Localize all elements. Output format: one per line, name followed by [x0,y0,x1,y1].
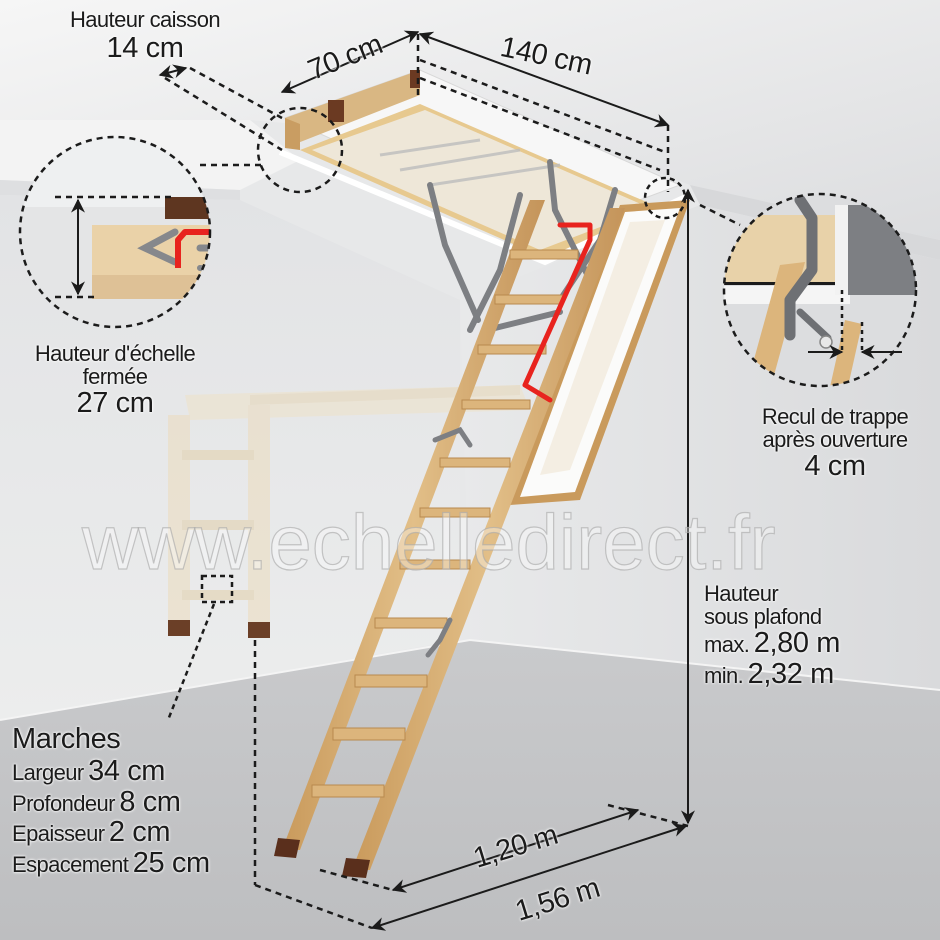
steps-thickness-value: 2 cm [108,816,171,849]
ceiling-height-max-row: max. 2,80 m [704,628,840,658]
closed-height-label: Hauteur d'échelle fermée 27 cm [27,342,203,419]
hatch-recoil-value: 4 cm [804,450,866,483]
ceiling-height-min-value: 2,32 m [747,657,835,690]
dimension-lines [158,30,695,931]
step-detail-marker [200,574,234,604]
steps-width-key: Largeur [12,760,84,786]
hatch-door [510,200,690,505]
folded-ladder-ghost [168,385,530,625]
steps-row-width: Largeur 34 cm [12,756,210,786]
steps-specs: Marches Largeur 34 cm Profondeur 8 cm Ep… [12,724,210,878]
dimension-guides [164,34,741,930]
hinge-highlight [643,176,687,220]
ceiling-height-min-row: min. 2,32 m [704,657,840,690]
step-detail-leader [166,603,216,721]
closed-height-title-line2: fermée [82,364,148,390]
hatch-recoil-title-line1: Recul de trappe [761,404,909,429]
steps-row-spacing: Espacement 25 cm [12,848,210,878]
steps-depth-value: 8 cm [119,785,181,818]
hatch-corner-highlight [256,106,344,194]
ceiling-height-label: Hauteur sous plafond max. 2,80 m min. 2,… [704,582,840,689]
box-height-value: 14 cm [106,32,184,65]
steps-row-thickness: Epaisseur 2 cm [12,817,210,847]
box-height-label: Hauteur caisson 14 cm [70,7,221,65]
steps-spacing-value: 25 cm [132,846,210,879]
hatch-frame [278,69,692,266]
hatch-recoil-title-line2: après ouverture [762,427,908,453]
ceiling-height-max-label: max. [704,632,750,658]
steps-row-depth: Profondeur 8 cm [12,787,210,817]
closed-height-value: 27 cm [76,387,154,420]
main-ladder [274,200,625,878]
box-height-title: Hauteur caisson [70,7,221,32]
hatch-recoil-magnifier [722,192,918,388]
watermark-text: www.echelledirect.fr [81,497,776,586]
ceiling-height-min-label: min. [704,662,744,688]
folded-ladder-feet [168,620,270,638]
steps-depth-key: Profondeur [12,790,115,816]
hatch-recoil-label: Recul de trappe après ouverture 4 cm [752,405,918,482]
steps-spacing-key: Espacement [12,851,129,877]
ceiling-height-max-value: 2,80 m [753,627,841,660]
steps-title: Marches [12,723,121,755]
handrail [522,222,593,403]
steps-width-value: 34 cm [88,755,166,788]
ceiling-height-title-line1: Hauteur [704,581,779,606]
steps-thickness-key: Epaisseur [12,821,105,847]
closed-height-title-line1: Hauteur d'échelle [34,341,196,366]
ceiling-height-title-line2: sous plafond [704,604,822,630]
